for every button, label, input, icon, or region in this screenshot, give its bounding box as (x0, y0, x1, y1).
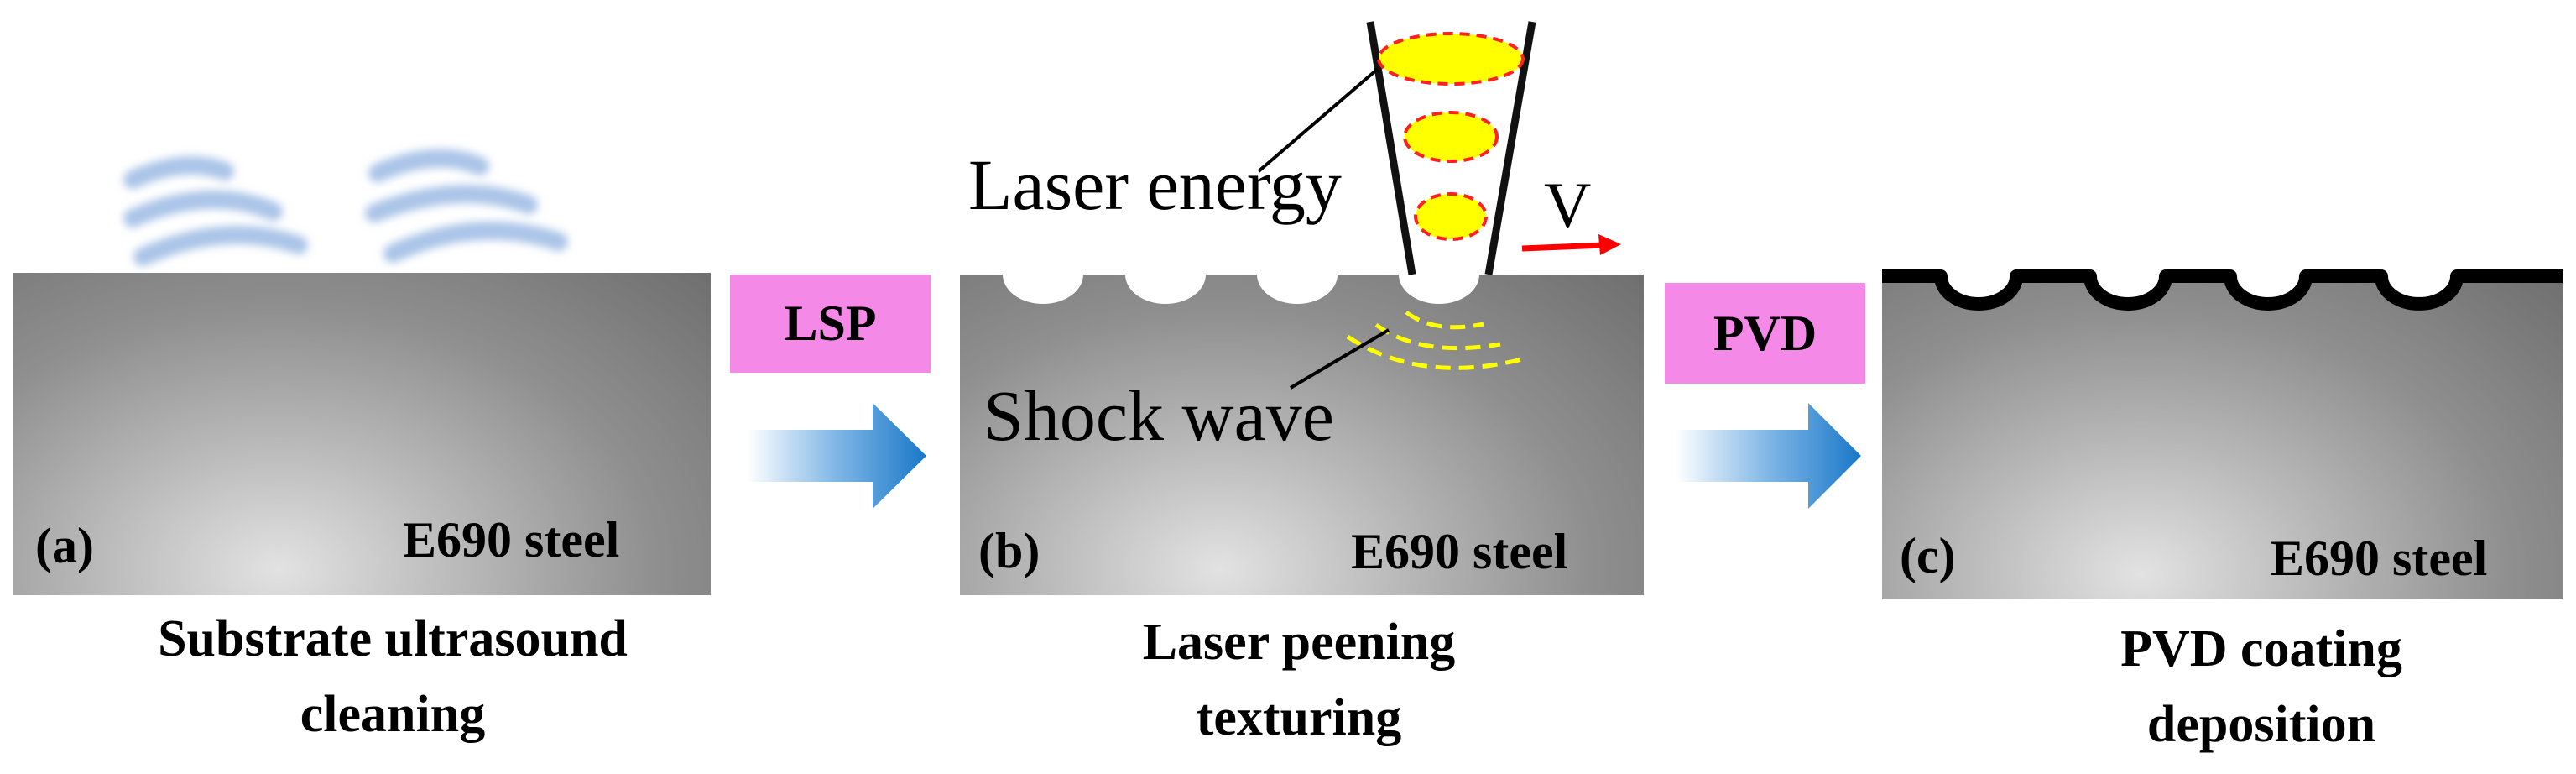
velocity-arrow (1521, 234, 1621, 255)
panel-b-caption-line1: Laser peening (1142, 614, 1456, 671)
panel-b-tag: (b) (978, 523, 1040, 578)
panel-a-caption-line2: cleaning (300, 686, 486, 743)
ultrasound-waves-icon (123, 149, 568, 266)
panel-c-caption-line1: PVD coating (2120, 620, 2402, 677)
panel-a-tag: (a) (35, 518, 94, 573)
process-arrow-1 (747, 403, 926, 509)
texture-dimples-b (1003, 275, 1479, 304)
panel-b-material: E690 steel (1351, 524, 1568, 579)
panel-a-material: E690 steel (403, 512, 620, 567)
velocity-label: V (1544, 169, 1592, 242)
panel-b-caption-line2: texturing (1196, 689, 1402, 746)
panel-b-caption: Laser peening texturing (1005, 604, 1593, 756)
steel-substrate-c (1882, 276, 2563, 599)
pvd-step-box: PVD (1665, 283, 1865, 384)
panel-a-caption: Substrate ultrasound cleaning (99, 601, 686, 752)
steel-substrate-b (960, 275, 1644, 595)
steel-substrate-a (13, 273, 711, 595)
panel-c-caption-line2: deposition (2146, 696, 2376, 753)
panel-c-material: E690 steel (2271, 531, 2488, 586)
panel-c-caption: PVD coating deposition (1968, 611, 2555, 762)
shock-wave-label: Shock wave (983, 375, 1334, 456)
pvd-coating-layer (1882, 269, 2563, 311)
lsp-step-box: LSP (730, 275, 931, 373)
panel-a-caption-line1: Substrate ultrasound (158, 610, 628, 667)
process-arrow-2 (1676, 403, 1861, 509)
laser-energy-label: Laser energy (968, 144, 1342, 225)
laser-beam (1257, 21, 1536, 275)
panel-c-tag: (c) (1900, 528, 1956, 583)
shock-wave-leader (1289, 328, 1390, 390)
